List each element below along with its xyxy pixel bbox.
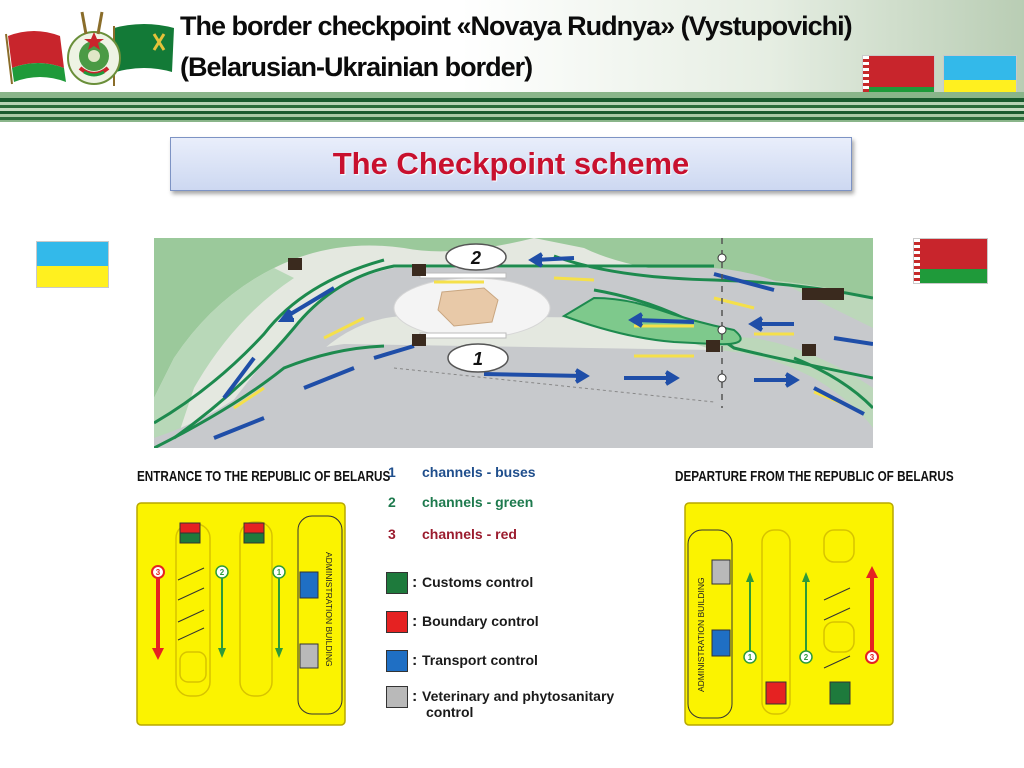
map-marker-1: 1 <box>447 343 509 373</box>
channel-number: 2 <box>388 494 396 510</box>
legend-label-line-1: Veterinary and phytosanitary <box>422 688 615 704</box>
svg-text:1: 1 <box>748 653 753 662</box>
legend-swatch <box>386 650 408 672</box>
legend-swatch <box>386 572 408 594</box>
scheme-title-box: The Checkpoint scheme <box>170 137 852 191</box>
belarus-flag-icon <box>913 238 988 284</box>
page-title: The border checkpoint «Novaya Rudnya» (V… <box>180 6 1010 88</box>
ukraine-flag-icon <box>36 241 109 288</box>
departure-admin-label: ADMINISTRATION BUILDING <box>696 577 706 692</box>
channel-number: 1 <box>388 464 396 480</box>
title-line-1: The border checkpoint «Novaya Rudnya» (V… <box>180 11 853 41</box>
entrance-admin-label: ADMINISTRATION BUILDING <box>324 552 334 667</box>
entrance-channel-3: 3 <box>151 565 165 579</box>
channel-number: 3 <box>388 526 396 542</box>
header-banner: The border checkpoint «Novaya Rudnya» (V… <box>0 0 1024 102</box>
svg-text:3: 3 <box>870 653 875 662</box>
entrance-scheme: 3 2 1 ADMINISTRATION BUILDING <box>136 502 346 726</box>
svg-text:1: 1 <box>277 568 282 577</box>
legend-label: Customs control <box>422 574 534 590</box>
belarus-border-emblem-icon <box>5 11 174 86</box>
svg-text:2: 2 <box>804 653 809 662</box>
svg-text:3: 3 <box>156 568 161 577</box>
scheme-title: The Checkpoint scheme <box>332 146 690 181</box>
departure-heading: DEPARTURE FROM THE REPUBLIC OF BELARUS <box>675 468 954 485</box>
departure-channel-3: 3 <box>865 650 879 664</box>
departure-channel-2: 2 <box>799 650 813 664</box>
header-divider <box>0 92 1024 134</box>
svg-text:1: 1 <box>473 349 483 369</box>
entrance-channel-1: 1 <box>272 565 286 579</box>
legend-swatch <box>386 611 408 633</box>
channel-label: channels - buses <box>422 464 536 480</box>
legend-label: Veterinary and phytosanitary control <box>422 688 614 720</box>
legend-label-line-2: control <box>426 704 474 720</box>
channel-label: channels - red <box>422 526 517 542</box>
svg-text:2: 2 <box>220 568 225 577</box>
map-marker-2: 2 <box>445 243 507 271</box>
legend-swatch <box>386 686 408 708</box>
title-line-2: (Belarusian-Ukrainian border) <box>180 52 533 82</box>
channel-label: channels - green <box>422 494 534 510</box>
legend-label: Boundary control <box>422 613 539 629</box>
departure-channel-1: 1 <box>743 650 757 664</box>
legend-label: Transport control <box>422 652 538 668</box>
entrance-channel-2: 2 <box>215 565 229 579</box>
entrance-heading: ENTRANCE TO THE REPUBLIC OF BELARUS <box>137 468 391 485</box>
checkpoint-map: 2 1 <box>154 238 873 448</box>
departure-scheme: 1 2 3 ADMINISTRATION BUILDING <box>684 502 894 726</box>
svg-text:2: 2 <box>470 248 481 268</box>
